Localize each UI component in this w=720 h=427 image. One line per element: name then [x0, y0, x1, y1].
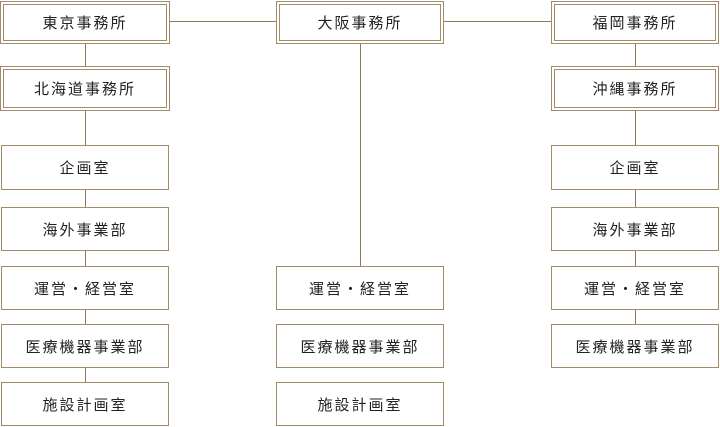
office-osaka: 大阪事務所: [276, 1, 444, 44]
office-okinawa: 沖縄事務所: [551, 66, 719, 111]
connector-center-column: [360, 43, 361, 266]
dept-right-operations: 運営・経営室: [551, 266, 719, 310]
dept-left-overseas: 海外事業部: [1, 207, 169, 251]
dept-left-facility: 施設計画室: [1, 382, 169, 426]
dept-right-planning: 企画室: [551, 145, 719, 190]
office-tokyo: 東京事務所: [0, 1, 170, 44]
dept-left-medical: 医療機器事業部: [1, 324, 169, 368]
dept-left-planning: 企画室: [1, 145, 169, 190]
office-fukuoka: 福岡事務所: [551, 1, 719, 44]
dept-center-facility: 施設計画室: [276, 382, 444, 426]
connector-tokyo-osaka: [170, 21, 276, 22]
dept-right-overseas: 海外事業部: [551, 207, 719, 251]
dept-center-medical: 医療機器事業部: [276, 324, 444, 368]
office-hokkaido: 北海道事務所: [0, 66, 170, 111]
connector-osaka-fukuoka: [444, 21, 551, 22]
dept-right-medical: 医療機器事業部: [551, 324, 719, 368]
dept-left-operations: 運営・経営室: [1, 266, 169, 310]
dept-center-operations: 運営・経営室: [276, 266, 444, 310]
